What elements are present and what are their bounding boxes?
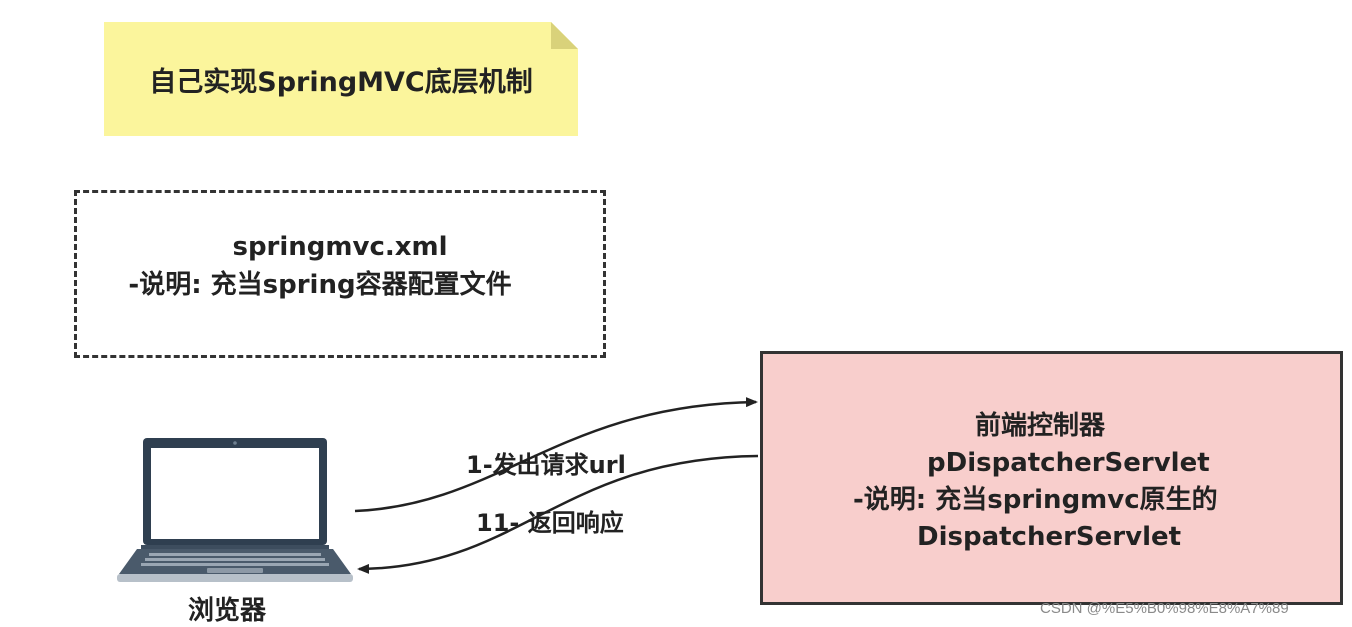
laptop-icon bbox=[115, 436, 355, 588]
servlet-class-name: pDispatcherServlet bbox=[927, 448, 1210, 478]
request-label: 1-发出请求url bbox=[466, 451, 626, 479]
servlet-description: -说明: 充当springmvc原生的 bbox=[853, 485, 1218, 515]
config-filename: springmvc.xml bbox=[232, 232, 448, 263]
title-note: 自己实现SpringMVC底层机制 bbox=[104, 22, 578, 136]
browser-label: 浏览器 bbox=[188, 596, 267, 626]
servlet-native-name: DispatcherServlet bbox=[917, 522, 1182, 552]
note-shape bbox=[104, 22, 578, 136]
response-arrow bbox=[357, 454, 759, 574]
servlet-role: 前端控制器 bbox=[975, 411, 1106, 441]
note-title: 自己实现SpringMVC底层机制 bbox=[149, 66, 533, 98]
config-description: -说明: 充当spring容器配置文件 bbox=[128, 270, 512, 300]
dispatcher-servlet-box: 前端控制器 pDispatcherServlet -说明: 充当springmv… bbox=[760, 351, 1343, 605]
springmvc-xml-box: springmvc.xml -说明: 充当spring容器配置文件 bbox=[74, 190, 606, 358]
response-label: 11- 返回响应 bbox=[476, 509, 624, 537]
watermark: CSDN @%E5%B0%98%E8%A7%89 bbox=[1040, 600, 1289, 617]
request-arrow bbox=[354, 397, 758, 513]
